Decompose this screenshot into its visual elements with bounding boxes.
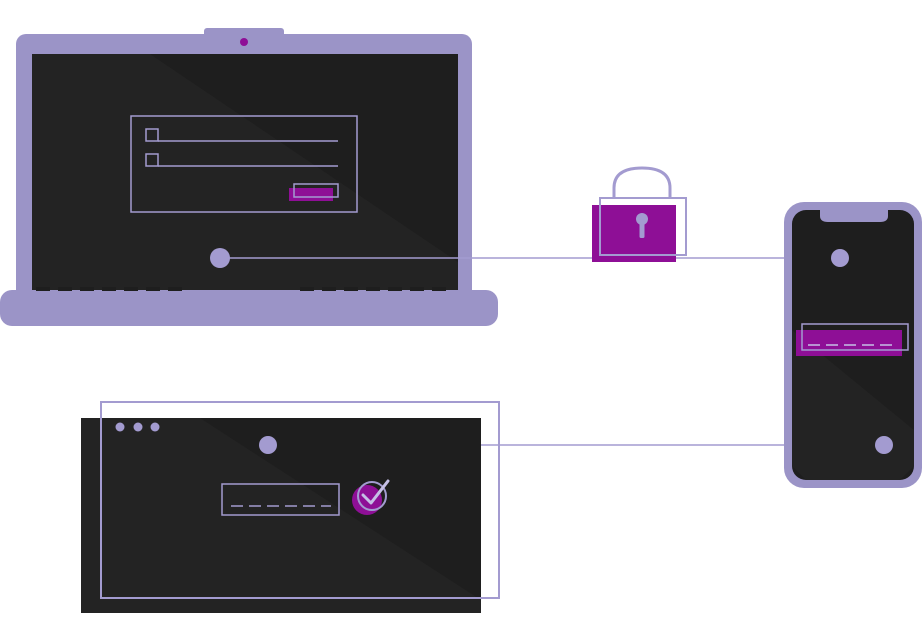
login-form-icon xyxy=(130,115,358,213)
keyhole-icon xyxy=(636,213,648,225)
laptop-base xyxy=(0,290,498,326)
laptop-screen-shade xyxy=(32,54,458,294)
laptop-keyboard xyxy=(36,287,446,291)
browser-node xyxy=(259,436,277,454)
padlock-icon xyxy=(592,166,687,262)
smartphone-icon xyxy=(784,202,922,488)
keyhole-slot xyxy=(639,222,645,238)
browser-code-field xyxy=(221,483,340,516)
phone-bottom-node xyxy=(875,436,893,454)
browser-window-icon xyxy=(81,401,500,613)
window-dot-icon xyxy=(150,422,160,432)
padlock-body xyxy=(592,205,676,262)
code-input-icon xyxy=(221,483,340,516)
checkmark-ring xyxy=(357,481,387,511)
phone-code-field xyxy=(801,323,909,351)
phone-top-node xyxy=(831,249,849,267)
laptop-camera-housing xyxy=(204,28,284,42)
remember-checkbox-2 xyxy=(145,153,159,167)
connection-nodes xyxy=(210,248,893,454)
checkmark-tick xyxy=(361,479,390,505)
window-dot-icon xyxy=(133,422,143,432)
padlock-outline xyxy=(599,197,687,256)
window-dots xyxy=(115,422,160,432)
window-dot-icon xyxy=(115,422,125,432)
checkmark-icon xyxy=(352,479,390,515)
login-form-frame xyxy=(130,115,358,213)
webcam-icon xyxy=(240,38,248,46)
phone-notch xyxy=(820,210,888,222)
laptop-icon xyxy=(0,28,498,326)
browser-outline xyxy=(100,401,500,599)
remember-checkbox-1 xyxy=(145,128,159,142)
login-button-fill xyxy=(289,188,333,201)
laptop-node xyxy=(210,248,230,268)
login-button xyxy=(293,183,339,198)
padlock-shackle xyxy=(612,166,672,198)
phone-code-field-fill xyxy=(796,330,902,356)
